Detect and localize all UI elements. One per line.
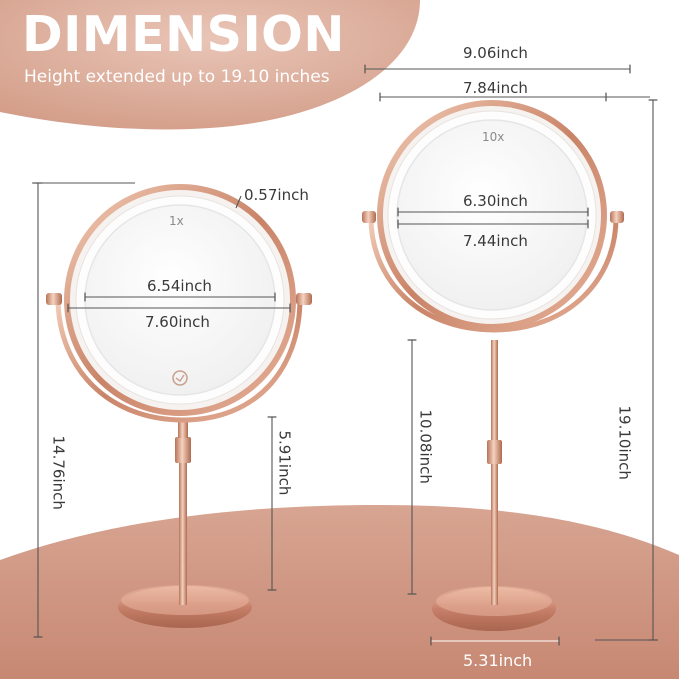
left-total-height-label: 14.76inch: [49, 435, 68, 510]
left-mirror-knob-left: [46, 293, 62, 305]
left-outer-diameter-label: 7.60inch: [145, 313, 210, 331]
right-total-height-label: 19.10inch: [615, 405, 634, 480]
dimension-lines: [32, 64, 658, 646]
right-magnification-label: 10x: [482, 130, 505, 144]
right-overall-width-label: 9.06inch: [463, 44, 528, 62]
right-mirror-knob-right: [610, 211, 624, 223]
right-frame-diameter-label: 7.84inch: [463, 79, 528, 97]
right-stem-height-label: 10.08inch: [416, 409, 435, 484]
right-inner-diameter-label: 6.30inch: [463, 192, 528, 210]
right-mirror-glass: [396, 119, 588, 311]
right-outer-diameter-label: 7.44inch: [463, 232, 528, 250]
right-mirror-collar: [487, 440, 502, 464]
left-frame-thickness-label: 0.57inch: [244, 186, 309, 204]
page-title: DIMENSION: [22, 6, 345, 63]
right-base-diameter-label: 5.31inch: [463, 651, 533, 670]
left-mirror-knob-right: [296, 293, 312, 305]
left-mirror-stem: [179, 455, 187, 605]
right-mirror-knob-left: [362, 211, 376, 223]
left-magnification-label: 1x: [169, 214, 184, 228]
left-mirror-glass: [84, 204, 276, 396]
left-mirror-collar: [175, 437, 191, 463]
page-subtitle: Height extended up to 19.10 inches: [24, 67, 330, 87]
right-mirror-stem: [491, 340, 498, 605]
header-banner: [0, 0, 420, 130]
left-inner-diameter-label: 6.54inch: [147, 277, 212, 295]
touch-power-icon: [172, 370, 188, 386]
table-surface: [0, 505, 679, 679]
left-stem-height-label: 5.91inch: [275, 430, 294, 496]
